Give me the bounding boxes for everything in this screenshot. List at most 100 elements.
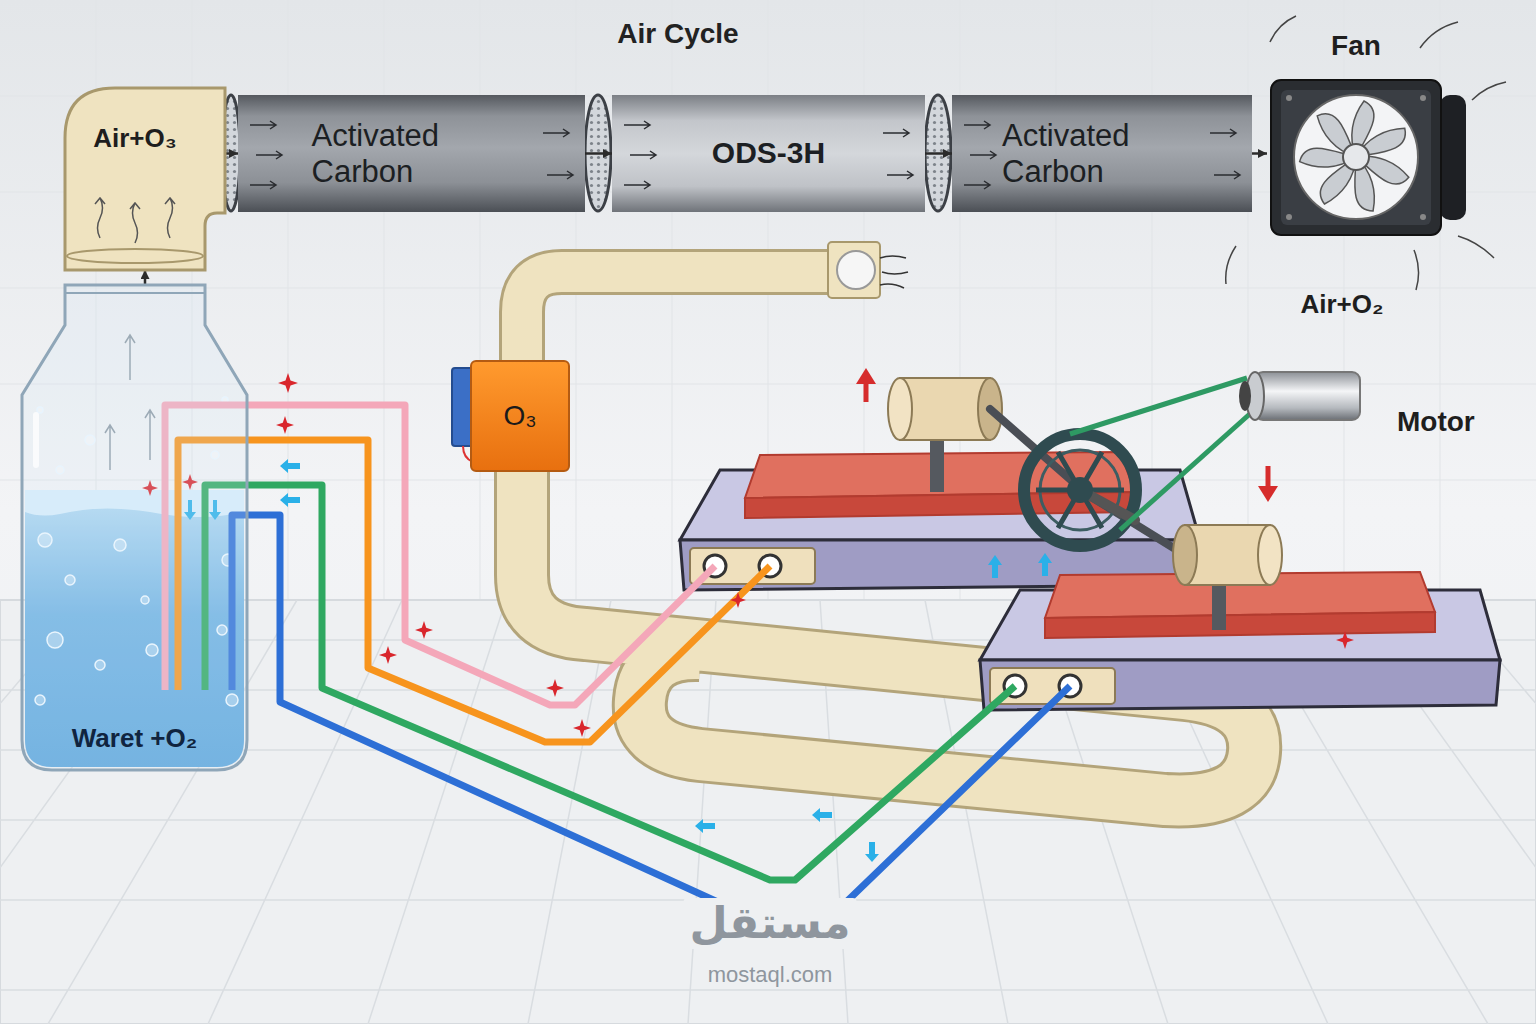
- tank-label: Waret +O₂: [72, 724, 197, 754]
- pipe-ring: [67, 249, 203, 263]
- air-flow-arrow: [225, 152, 238, 155]
- filter-section: Activated Carbon: [952, 95, 1252, 212]
- belt: [1120, 412, 1252, 530]
- rising-air-arrows: [95, 198, 175, 243]
- air-flow-arrow: [1252, 152, 1267, 155]
- spark: [415, 621, 433, 639]
- roller-end: [888, 378, 912, 440]
- elbow-pipe-shape: [65, 88, 225, 270]
- pipe-label: Air+O₃: [93, 124, 177, 154]
- flywheel: [1024, 434, 1136, 546]
- nozzle-outlet: [837, 251, 875, 289]
- tank-glass: [22, 285, 247, 770]
- output-label: Air+O₂: [1300, 290, 1383, 320]
- roller: [900, 378, 990, 440]
- glass-highlight: [33, 415, 39, 465]
- screw: [1420, 95, 1426, 101]
- node-shape: [1267, 30, 1445, 238]
- neck-ring: [65, 292, 205, 294]
- filter-section: Activated Carbon: [238, 95, 585, 212]
- flow-arrow: [1210, 129, 1236, 137]
- filter-section: ODS-3H: [612, 95, 925, 212]
- air-flow-arrow: [585, 152, 612, 155]
- flow-arrow: [988, 555, 1002, 578]
- heating-plate-side: [1045, 612, 1435, 638]
- water-tank: Waret +O₂: [22, 285, 247, 770]
- fan-housing: [1271, 80, 1441, 235]
- screw: [1286, 214, 1292, 220]
- generator-label: O₃: [503, 400, 536, 432]
- fan-label: Fan: [1331, 30, 1381, 62]
- flow-arrow: [970, 151, 996, 159]
- sparks: [142, 373, 1354, 737]
- flow-arrow: [865, 842, 879, 862]
- motion-arrow-head: [856, 368, 876, 384]
- fan-hub: [1343, 144, 1369, 170]
- air-flow-arrow: [144, 270, 147, 285]
- flow-arrow: [883, 129, 909, 137]
- flow-arrow: [250, 121, 276, 129]
- part-label: Motor: [1397, 406, 1475, 438]
- diagram-title: Air Cycle: [617, 18, 738, 50]
- motor-pulley: [1239, 381, 1251, 411]
- spark: [1336, 631, 1354, 649]
- flow-arrow: [547, 171, 573, 179]
- elbow-pipe: Air+O₃: [65, 88, 225, 270]
- flow-arrow: [280, 459, 300, 473]
- flow-arrow: [695, 819, 715, 833]
- flywheel-hub: [1067, 477, 1093, 503]
- flow-arrow: [256, 151, 282, 159]
- spark: [276, 416, 294, 434]
- fan-opening: [1294, 95, 1418, 219]
- motor-body: [1255, 372, 1360, 420]
- fan-frame: [1281, 90, 1431, 225]
- spark: [730, 592, 746, 608]
- watermark: مستقل: [684, 898, 857, 949]
- node-shape: [65, 88, 225, 270]
- screw: [1420, 214, 1426, 220]
- flow-arrows: [184, 459, 1052, 939]
- filter-disc: [925, 95, 951, 211]
- flow-arrow: [250, 181, 276, 189]
- fan-end-cap: [1440, 95, 1466, 220]
- roller-end: [1173, 525, 1197, 585]
- air-flow-arrow: [925, 152, 952, 155]
- ozone-generator: O₃: [470, 360, 570, 472]
- flow-arrow: [280, 493, 300, 507]
- fan-blades: [1297, 101, 1411, 215]
- flow-arrow: [1038, 553, 1052, 576]
- pad-base-front: [980, 660, 1500, 710]
- spark: [278, 373, 298, 393]
- filter-disc: [585, 95, 611, 211]
- flow-arrow: [964, 181, 990, 189]
- screw: [1286, 95, 1292, 101]
- belt: [1070, 378, 1247, 434]
- flow-arrow: [543, 129, 569, 137]
- wire: [232, 515, 1070, 935]
- watermark: mostaql.com: [702, 962, 839, 987]
- flywheel-spokes: [1036, 452, 1124, 528]
- flow-arrow: [624, 181, 650, 189]
- pipe: [522, 272, 830, 366]
- spark: [546, 679, 564, 697]
- section-label: ODS-3H: [712, 136, 825, 171]
- section-label: Activated Carbon: [312, 118, 512, 189]
- flow-arrow: [630, 151, 656, 159]
- flow-arrow: [624, 121, 650, 129]
- roller-end: [1258, 525, 1282, 585]
- spark: [379, 646, 397, 664]
- flow-arrow: [812, 808, 832, 822]
- fan-unit: Fan: [1267, 30, 1445, 238]
- wire: [205, 485, 1015, 880]
- flow-arrow: [964, 121, 990, 129]
- nozzle: [828, 242, 880, 298]
- air-outflow: [1226, 16, 1506, 290]
- ozone-outflow: [880, 256, 908, 288]
- flow-arrow: [887, 171, 913, 179]
- motion-arrow-head: [1258, 486, 1278, 502]
- section-label: Activated Carbon: [1002, 118, 1202, 189]
- spark: [573, 719, 591, 737]
